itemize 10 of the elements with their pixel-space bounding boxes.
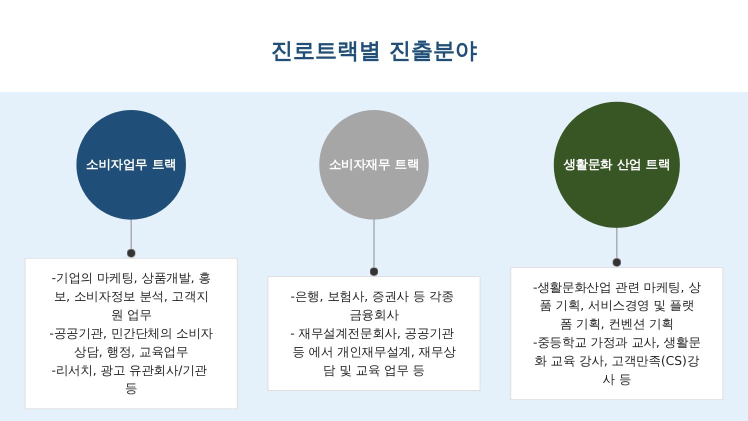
title: 진로트랙별 진출분야 [270, 38, 478, 66]
connector [369, 219, 379, 277]
node-circle: 소비자업무 트랙 [76, 110, 186, 220]
node-circle: 소비자재무 트랙 [319, 110, 429, 220]
node-box: -은행, 보험사, 증권사 등 각종 금융회사 - 재무설계전문회사, 공공기관 등 에서 개인재무설계, 재무상담 및 교육 업무 등 [268, 276, 480, 391]
connector [612, 228, 622, 268]
node-box: -기업의 마케팅, 상품개발, 홍보, 소비자정보 분석, 고객지원 업무 -공공기관, 민간단체의 소비자상담, 행정, 교육업무 -리서치, 광고 유관회사/기관 등 [24, 258, 238, 410]
node-circle: 생활문화 산업 트랙 [554, 102, 680, 228]
node-box: -생활문화산업 관련 마케팅, 상품 기획, 서비스경영 및 플랫폼 기획, 컨벤션 기획 -중등학교 가정과 교사, 생활문화 교육 강사, 고객만족(CS)강사 등 [510, 267, 724, 400]
connector [126, 219, 136, 258]
